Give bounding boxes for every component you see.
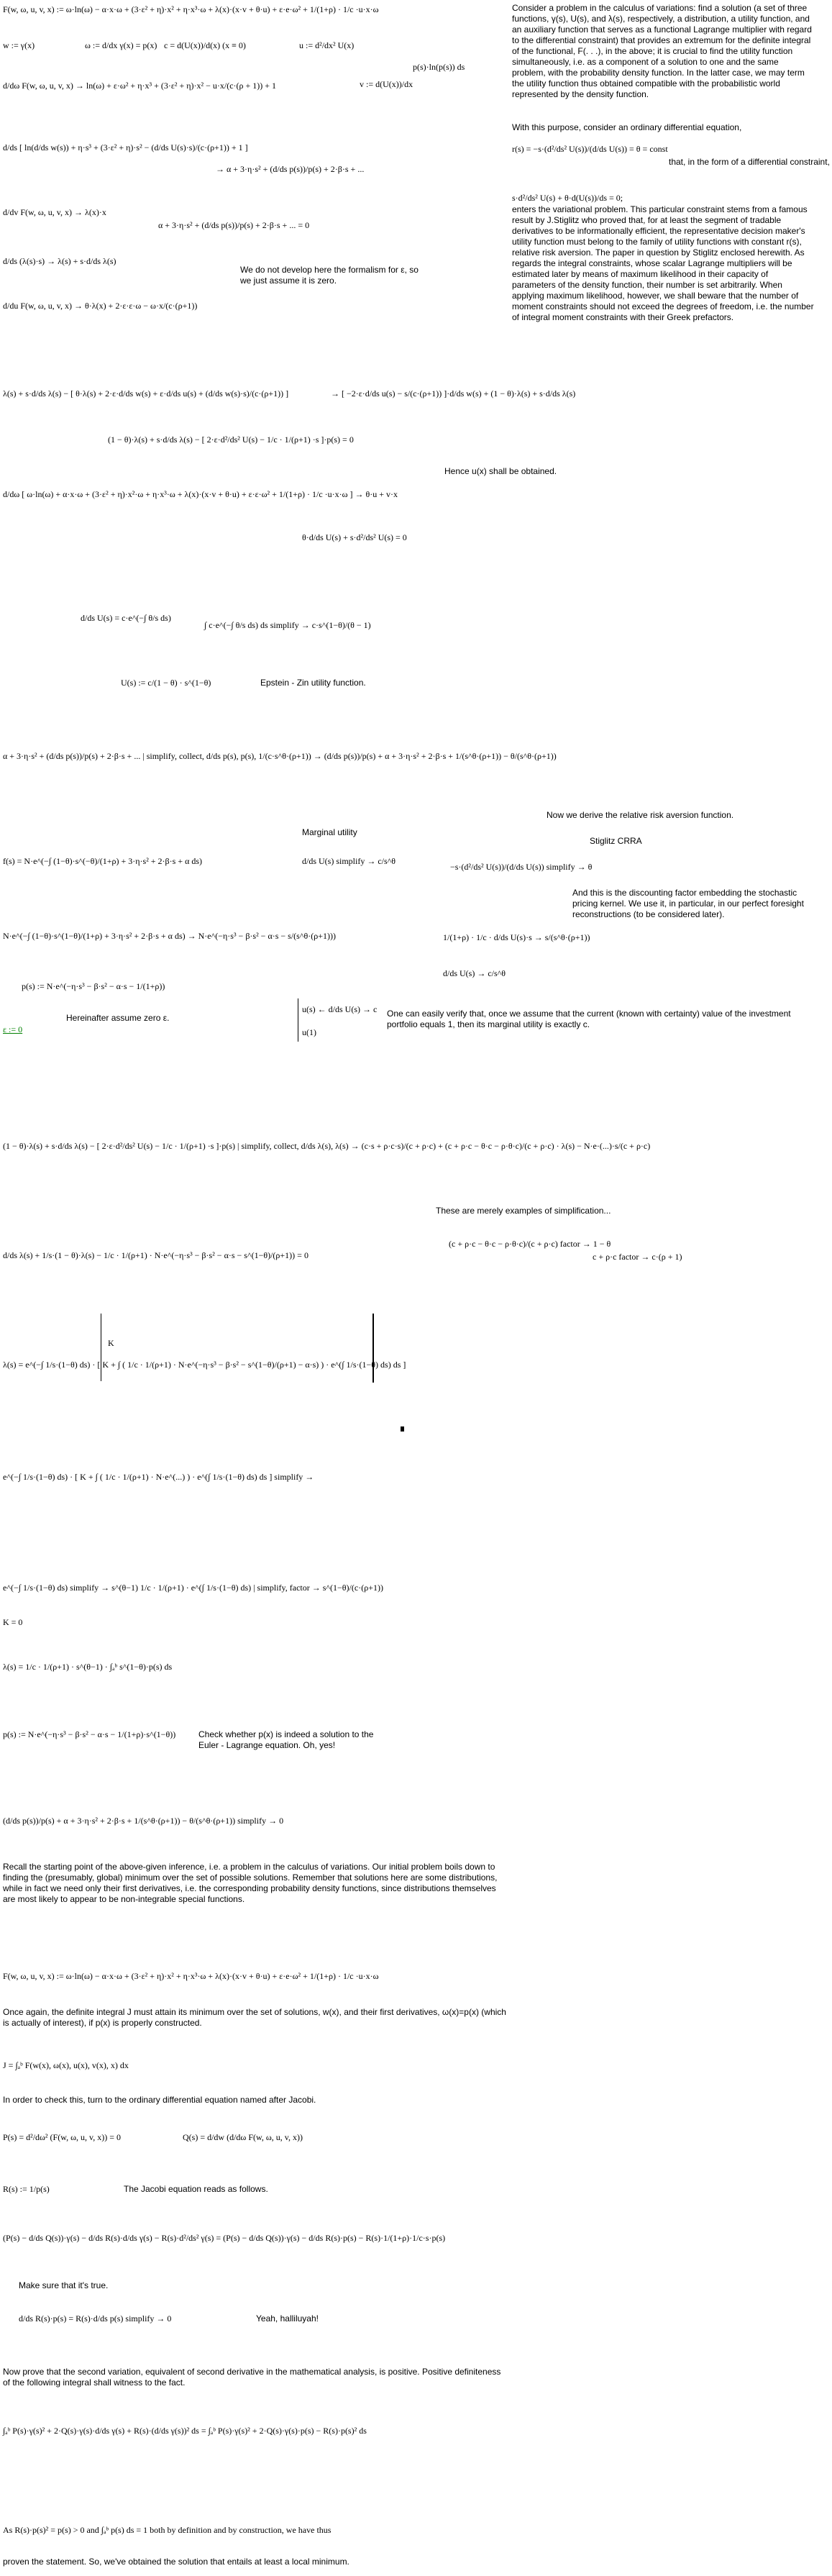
epsilon-zero: ε := 0	[3, 1024, 23, 1034]
epsilon-note: We do not develop here the formalism for…	[240, 265, 419, 286]
verify-note: One can easily verify that, once we assu…	[387, 1009, 791, 1029]
stiglitz-crra-label: Stiglitz CRRA	[590, 836, 642, 846]
now-prove-paragraph: Now prove that the second variation, equ…	[3, 2367, 501, 2388]
intro-paragraph-4: enters the variational problem. This par…	[512, 204, 814, 322]
u-of-one: u(1)	[302, 1027, 316, 1037]
factor-2: c + ρ·c factor → c·(ρ + 1)	[593, 1252, 682, 1262]
epstein-zin-note: Epstein - Zin utility function.	[260, 678, 366, 688]
jacobi-intro: In order to check this, turn to the ordi…	[3, 2095, 316, 2105]
marginal-utility-exp: d/ds U(s) = c·e^(−∫ θ/s ds)	[81, 613, 171, 623]
jacobi-reads-note: The Jacobi equation reads as follows.	[124, 2184, 268, 2194]
long-equation: (1 − θ)·λ(s) + s·d/ds λ(s) − [ 2·ε·d²/ds…	[3, 1141, 651, 1151]
differential-constraint: s·d²/ds² U(s) + θ·d(U(s))/ds = 0;	[512, 193, 623, 203]
functional-definition-2: F(w, ω, u, v, x) := ω·ln(ω) − α·x·ω + (3…	[3, 1971, 379, 1981]
euler-equation-1: α + 3·η·s² + (d/ds p(s))/p(s) + 2·β·s + …	[158, 220, 310, 230]
halleluyah-note: Yeah, halliluyah!	[256, 2313, 319, 2324]
one-minus-theta-equation: (1 − θ)·λ(s) + s·d/ds λ(s) − [ 2·ε·d²/ds…	[108, 434, 354, 445]
marginal-utility-label: Marginal utility	[302, 827, 357, 837]
assume-zero-note: Hereinafter assume zero ε.	[66, 1013, 170, 1023]
marginal-utility-2: d/ds U(s) → c/s^θ	[443, 968, 506, 978]
euler-simplify: α + 3·η·s² + (d/ds p(s))/p(s) + 2·β·s + …	[3, 751, 557, 761]
J-definition: J = ∫ₐᵇ F(w(x), ω(x), u(x), v(x), x) dx	[3, 2060, 129, 2070]
d-lambda-s: d/ds (λ(s)·s) → λ(s) + s·d/ds λ(s)	[3, 256, 116, 266]
Q-definition: Q(s) = d/dw (d/dω F(w, ω, u, v, x))	[183, 2132, 303, 2142]
dF-du: d/du F(w, ω, u, v, x) → θ·λ(x) + 2·ε·ε·ω…	[3, 301, 198, 311]
u-definition: u := d²/dx² U(x)	[299, 40, 355, 50]
make-sure-note: Make sure that it's true.	[19, 2280, 109, 2290]
dF-dv: d/dv F(w, ω, u, v, x) → λ(x)·x	[3, 207, 106, 217]
u-prime-block: u(s) ← d/ds U(s) → c	[302, 1004, 378, 1014]
discounting-note: And this is the discounting factor embed…	[572, 888, 804, 919]
factor-1: (c + ρ·c − θ·c − ρ·θ·c)/(c + ρ·c) factor…	[449, 1239, 611, 1249]
dds-simplify-result: → α + 3·η·s² + (d/ds p(s))/p(s) + 2·β·s …	[216, 164, 365, 174]
proven-statement: proven the statement. So, we've obtained…	[3, 2557, 349, 2567]
intro-paragraph-2: With this purpose, consider an ordinary …	[512, 122, 742, 132]
dF-domega: d/dω F(w, ω, u, v, x) → ln(ω) + ε·ω² + η…	[3, 81, 277, 91]
density-f: f(s) = N·e^(−∫ (1−θ)·s^(−θ)/(1+ρ) + 3·η·…	[3, 856, 203, 866]
bracket-left	[101, 1314, 373, 1381]
N-expression: N·e^(−∫ (1−θ)·s^(1−θ)/(1+ρ) + 3·η·s² + 2…	[3, 931, 336, 941]
intro-paragraph-3: that, in the form of a differential cons…	[669, 157, 830, 167]
second-variation: ∫ₐᵇ P(s)·γ(s)² + 2·Q(s)·γ(s)·d/ds γ(s) +…	[3, 2426, 367, 2436]
as-R-statement: As R(s)·p(s)² = p(s) > 0 and ∫ₐᵇ p(s) ds…	[3, 2525, 332, 2535]
once-again-paragraph: Once again, the definite integral J must…	[3, 2007, 506, 2028]
dds-expression: d/ds [ ln(d/ds w(s)) + η·s³ + (3·ε² + η)…	[3, 142, 248, 153]
theta-equation: θ·d/ds U(s) + s·d²/ds² U(s) = 0	[302, 532, 407, 542]
hence-u-note: Hence u(x) shall be obtained.	[444, 466, 557, 476]
v-definition: v := d(U(x))/dx	[360, 79, 413, 89]
functional-definition: F(w, ω, u, v, x) := ω·ln(ω) − α·x·ω + (3…	[3, 4, 379, 14]
density-final: p(s) := N·e^(−η·s³ − β·s² − α·s − 1/(1+ρ…	[3, 1729, 176, 1739]
density-definition: p(s) := N·e^(−η·s³ − β·s² − α·s − 1/(1+ρ…	[22, 981, 165, 991]
cursor-marker	[401, 1426, 404, 1432]
euler-check: (d/ds p(s))/p(s) + α + 3·η·s² + 2·β·s + …	[3, 1816, 284, 1826]
lambda-expression: λ(s) + s·d/ds λ(s) − [ θ·λ(s) + 2·ε·d/ds…	[3, 388, 289, 399]
K-label: K	[108, 1338, 114, 1348]
R-definition: R(s) := 1/p(s)	[3, 2184, 50, 2194]
lambda-solution-2: e^(−∫ 1/s·(1−θ) ds) · [ K + ∫ ( 1/c · 1/…	[3, 1472, 314, 1482]
w-definition: w := γ(x)	[3, 40, 35, 50]
recall-paragraph: Recall the starting point of the above-g…	[3, 1862, 498, 1904]
check-R: d/ds R(s)·p(s) = R(s)·d/ds p(s) simplify…	[19, 2313, 172, 2324]
jacobi-equation: (P(s) − d/ds Q(s))·γ(s) − d/ds R(s)·d/ds…	[3, 2233, 446, 2243]
merely-examples-note: These are merely examples of simplificat…	[436, 1206, 611, 1216]
rra-note: Now we derive the relative risk aversion…	[547, 810, 734, 820]
omega-definition: ω := d/dx γ(x) = p(x)	[85, 40, 157, 50]
entropy-integral: p(s)·ln(p(s)) ds	[413, 62, 465, 72]
bracket-right	[372, 1314, 374, 1383]
exp-simplify: e^(−∫ 1/s·(1−θ) ds) simplify → s^(θ−1) 1…	[3, 1583, 383, 1593]
c-definition: c = d(U(x))/d(x) (x ≡ 0)	[164, 40, 246, 50]
lambda-result: → [ −2·ε·d/ds u(s) − s/(c·(ρ+1)) ]·d/ds …	[331, 388, 576, 399]
ode-lambda: d/ds λ(s) + 1/s·(1 − θ)·λ(s) − 1/c · 1/(…	[3, 1250, 308, 1260]
check-euler-note: Check whether p(x) is indeed a solution …	[198, 1729, 374, 1750]
utility-final: U(s) := c/(1 − θ) · s^(1−θ)	[121, 678, 211, 688]
lambda-final: λ(s) = 1/c · 1/(ρ+1) · s^(θ−1) · ∫ₐᵇ s^(…	[3, 1662, 173, 1672]
rra-equation: r(s) = −s·(d²/ds² U(s))/(d/ds U(s)) = θ …	[512, 144, 668, 154]
utility-integral: ∫ c·e^(−∫ θ/s ds) ds simplify → c·s^(1−θ…	[204, 620, 371, 630]
pricing-kernel: 1/(1+ρ) · 1/c · d/ds U(s)·s → s/(s^θ·(ρ+…	[443, 932, 590, 942]
intro-paragraph-1: Consider a problem in the calculus of va…	[512, 3, 812, 99]
marginal-utility-eq: d/ds U(s) simplify → c/s^θ	[302, 856, 396, 866]
crra-equation: −s·(d²/ds² U(s))/(d/ds U(s)) simplify → …	[450, 862, 593, 872]
functional-omega-derivative: d/dω [ ω·ln(ω) + α·x·ω + (3·ε² + η)·x²·ω…	[3, 489, 398, 499]
K-zero: K = 0	[3, 1617, 23, 1627]
lambda-solution: λ(s) = e^(−∫ 1/s·(1−θ) ds) · [ K + ∫ ( 1…	[3, 1360, 406, 1370]
P-definition: P(s) = d²/dω² (F(w, ω, u, v, x)) = 0	[3, 2132, 121, 2142]
